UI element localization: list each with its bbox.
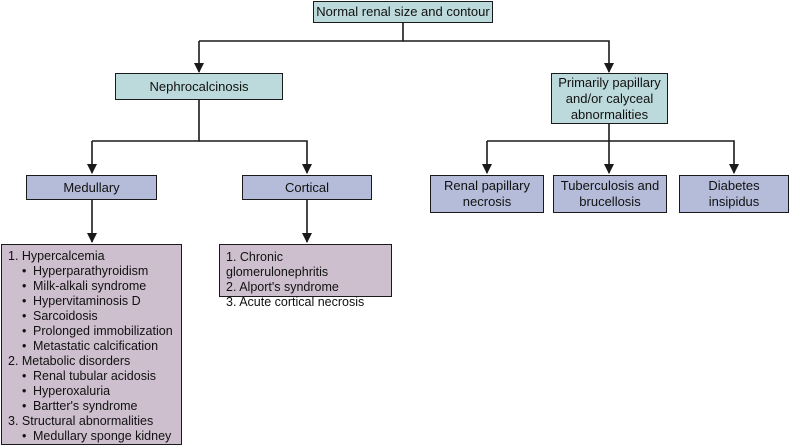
edge-root-branch xyxy=(199,22,404,42)
medullary-subitems: HyperparathyroidismMilk-alkali syndromeH… xyxy=(8,264,175,354)
medullary-subitems: Renal tubular acidosisHyperoxaluriaBartt… xyxy=(8,369,175,414)
node-tuberculosis-line-1: Tuberculosis and xyxy=(560,178,660,193)
node-root: Normal renal size and contour xyxy=(313,1,493,23)
edge-nephro-branch xyxy=(92,99,200,142)
cortical-item: 1. Chronic glomerulonephritis xyxy=(226,250,329,279)
node-cortical: Cortical xyxy=(242,175,372,200)
medullary-subitems: Medullary sponge kidney xyxy=(8,429,175,444)
medullary-group: 1. HypercalcemiaHyperparathyroidismMilk-… xyxy=(8,249,175,354)
medullary-causes-list: 1. HypercalcemiaHyperparathyroidismMilk-… xyxy=(1,244,182,445)
node-root-label: Normal renal size and contour xyxy=(316,4,490,19)
node-nephrocalcinosis: Nephrocalcinosis xyxy=(115,73,283,100)
medullary-subitem: Prolonged immobilization xyxy=(22,324,175,339)
medullary-group: 2. Metabolic disordersRenal tubular acid… xyxy=(8,354,175,414)
medullary-subitem-label: Hypervitaminosis D xyxy=(33,294,141,308)
medullary-group-title: 1. Hypercalcemia xyxy=(8,249,105,263)
node-papillary-line-1: Primarily papillary xyxy=(558,74,661,90)
edge-papillary-diabetes xyxy=(609,140,739,174)
medullary-subitem-label: Medullary sponge kidney xyxy=(33,429,172,443)
node-renal-papillary-necrosis-line-2: necrosis xyxy=(462,194,512,209)
node-tuberculosis-line-2: brucellosis xyxy=(579,194,641,209)
medullary-subitem: Bartter's syndrome xyxy=(22,399,175,414)
node-medullary-label: Medullary xyxy=(63,179,120,195)
medullary-subitem-label: Sarcoidosis xyxy=(33,309,98,323)
medullary-subitem: Hypervitaminosis D xyxy=(22,294,175,309)
node-tuberculosis-brucellosis: Tuberculosis and brucellosis xyxy=(553,175,667,213)
medullary-subitem-label: Hyperoxaluria xyxy=(33,384,111,398)
medullary-subitem-label: Bartter's syndrome xyxy=(33,399,138,413)
medullary-subitem: Metastatic calcification xyxy=(22,339,175,354)
medullary-subitem-label: Milk-alkali syndrome xyxy=(33,279,147,293)
medullary-subitem: Sarcoidosis xyxy=(22,309,175,324)
medullary-causes-items: 1. HypercalcemiaHyperparathyroidismMilk-… xyxy=(8,249,175,444)
medullary-group-title: 2. Metabolic disorders xyxy=(8,354,131,368)
node-renal-papillary-necrosis-line-1: Renal papillary xyxy=(444,178,530,193)
medullary-subitem: Hyperoxaluria xyxy=(22,384,175,399)
medullary-group-title: 3. Structural abnormalities xyxy=(8,414,154,428)
node-nephrocalcinosis-label: Nephrocalcinosis xyxy=(149,78,249,94)
medullary-subitem-label: Metastatic calcification xyxy=(33,339,159,353)
medullary-subitem: Medullary sponge kidney xyxy=(22,429,175,444)
edge-nephro-cortical xyxy=(199,140,312,174)
cortical-item: 3. Acute cortical necrosis xyxy=(226,295,365,309)
medullary-subitem-label: Renal tubular acidosis xyxy=(33,369,156,383)
medullary-subitem-label: Hyperparathyroidism xyxy=(33,264,149,278)
node-renal-papillary-necrosis: Renal papillary necrosis xyxy=(430,175,544,213)
medullary-subitem-label: Prolonged immobilization xyxy=(33,324,173,338)
node-diabetes-line-2: insipidus xyxy=(708,194,760,209)
medullary-subitem: Milk-alkali syndrome xyxy=(22,279,175,294)
node-papillary-calyceal: Primarily papillary and/or calyceal abno… xyxy=(551,73,668,124)
node-papillary-line-2: and/or calyceal xyxy=(565,90,654,106)
edge-root-papillary xyxy=(403,40,614,73)
node-diabetes-line-1: Diabetes xyxy=(708,178,760,193)
node-papillary-line-3: abnormalities xyxy=(570,106,649,122)
node-cortical-label: Cortical xyxy=(284,179,330,195)
node-medullary: Medullary xyxy=(26,175,157,200)
edge-papillary-branch xyxy=(487,123,610,142)
node-diabetes-insipidus: Diabetes insipidus xyxy=(679,175,789,213)
medullary-subitem: Renal tubular acidosis xyxy=(22,369,175,384)
medullary-subitem: Hyperparathyroidism xyxy=(22,264,175,279)
cortical-item: 2. Alport's syndrome xyxy=(226,280,339,294)
